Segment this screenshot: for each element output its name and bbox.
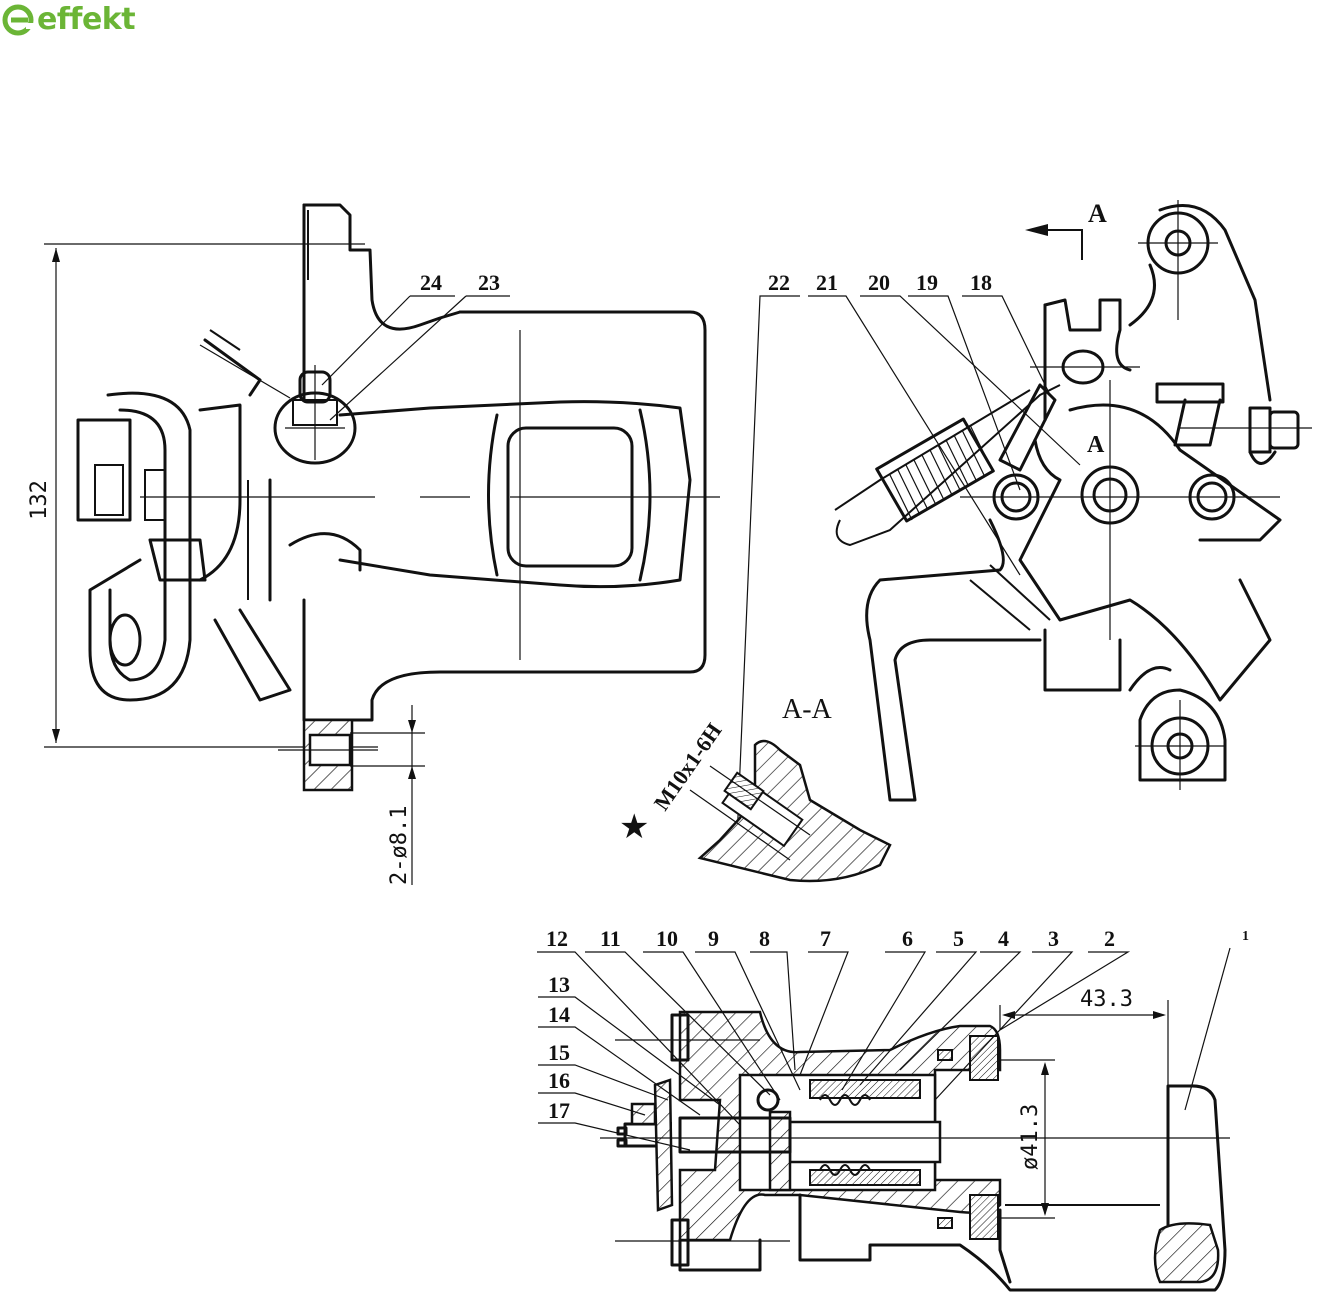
callout-3: 3 (1048, 926, 1059, 951)
callout-9: 9 (708, 926, 719, 951)
callout-6: 6 (902, 926, 913, 951)
callout-15: 15 (548, 1040, 570, 1065)
hole-dimension-label: 2-ø8.1 (387, 806, 412, 885)
callout-21: 21 (816, 270, 838, 295)
callout-8: 8 (759, 926, 770, 951)
section-title: A-A (782, 694, 833, 725)
bleed-screw (273, 365, 357, 465)
hole-dimension: 2-ø8.1 (350, 705, 425, 885)
offset-dimension-label: 43.3 (1080, 987, 1133, 1012)
callout-16: 16 (548, 1068, 570, 1093)
cross-section-callouts: 12 11 10 9 8 7 6 5 4 3 2 1 13 (537, 926, 1249, 1151)
callout-19: 19 (916, 270, 938, 295)
callout-18: 18 (970, 270, 992, 295)
height-dimension: 132 (27, 243, 378, 748)
side-view: 132 (27, 203, 720, 885)
section-a-a: A-A M10x1-6H ★ (619, 694, 892, 883)
brand-logo: effekt (2, 2, 136, 38)
bore-dimension: ø41.3 (1000, 1059, 1055, 1219)
brand-name: effekt (37, 2, 136, 37)
height-dimension-label: 132 (27, 480, 52, 520)
callout-12: 12 (546, 926, 568, 951)
critical-star-icon: ★ (619, 809, 649, 846)
section-marker-inner: A (1087, 432, 1105, 458)
callout-4: 4 (998, 926, 1009, 951)
section-marker: A (1025, 199, 1107, 260)
callout-7: 7 (820, 926, 831, 951)
callout-10: 10 (656, 926, 678, 951)
rear-view: A A (736, 199, 1312, 841)
callout-13: 13 (548, 972, 570, 997)
callout-17: 17 (548, 1098, 570, 1123)
rear-callouts: 22 21 20 19 18 (736, 270, 1081, 841)
callout-5: 5 (953, 926, 964, 951)
callout-14: 14 (548, 1002, 570, 1027)
callout-23: 23 (478, 270, 500, 295)
section-marker-label: A (1088, 199, 1107, 228)
callout-2: 2 (1104, 926, 1115, 951)
return-spring (834, 384, 1061, 547)
effekt-logo-icon (2, 4, 34, 36)
cross-section: ø41.3 43.3 12 11 10 9 8 7 6 5 4 3 2 1 (537, 926, 1249, 1292)
callout-22: 22 (768, 270, 790, 295)
thread-spec: M10x1-6H (649, 718, 727, 814)
callout-20: 20 (868, 270, 890, 295)
bore-dimension-label: ø41.3 (1018, 1104, 1043, 1170)
callout-1: 1 (1242, 929, 1249, 944)
offset-dimension: 43.3 (999, 987, 1169, 1090)
callout-24: 24 (420, 270, 442, 295)
callout-11: 11 (600, 926, 621, 951)
